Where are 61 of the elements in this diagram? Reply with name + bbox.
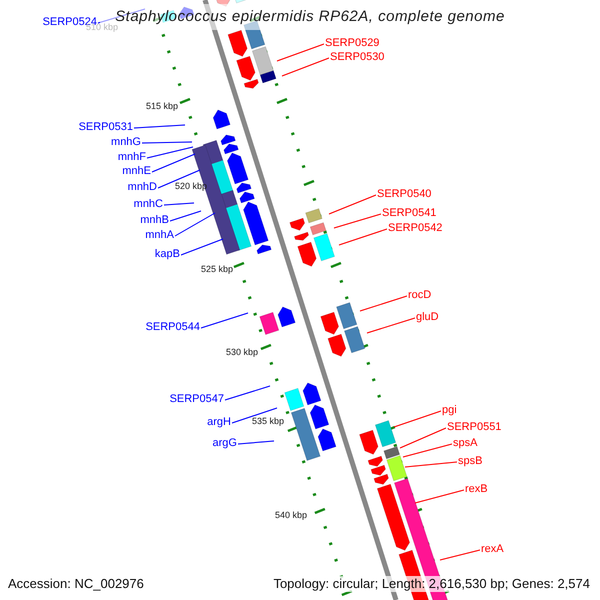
leader-line: [238, 440, 274, 444]
gene-label: SERP0531: [78, 121, 133, 133]
gene-label: mnhG: [111, 136, 141, 148]
leader-line: [142, 142, 192, 144]
gene-label: SERP0542: [388, 222, 442, 234]
gene-label: rexA: [481, 543, 504, 555]
scale-label: 515 kbp: [146, 101, 178, 111]
leader-line: [174, 212, 216, 236]
leader-line: [282, 58, 330, 76]
scale-label: 540 kbp: [274, 510, 307, 520]
gene-label: spsA: [453, 437, 478, 449]
gene-label: mnhF: [118, 151, 146, 163]
leader-line: [180, 238, 224, 256]
leader-line: [164, 202, 194, 206]
leader-line: [440, 550, 480, 560]
leader-line: [328, 194, 376, 214]
gene-label: argH: [207, 416, 231, 428]
leader-line: [402, 444, 452, 458]
gene-label: spsB: [458, 455, 482, 467]
leader-line: [400, 428, 446, 448]
leader-line: [152, 154, 196, 172]
leader-line: [158, 170, 200, 188]
leader-line: [98, 8, 146, 24]
leader-line: [134, 124, 186, 128]
leader-line: [414, 490, 464, 504]
gene-label: mnhC: [134, 198, 163, 210]
scale-label: 525 kbp: [200, 264, 233, 274]
gene-label: SERP0544: [146, 321, 200, 333]
gene-label: SERP0541: [382, 207, 436, 219]
gene-label: rexB: [465, 483, 488, 495]
leader-line: [334, 214, 382, 228]
scale-label: 530 kbp: [226, 347, 258, 357]
leader-line: [170, 210, 202, 222]
gene-label: rocD: [408, 289, 432, 301]
title: Staphylococcus epidermidis RP62A, complete genome: [115, 8, 506, 25]
gene-label: mnhD: [128, 181, 157, 193]
gene-label: mnhA: [145, 229, 174, 241]
gene-label: SERP0540: [377, 188, 432, 200]
leader-line: [200, 312, 248, 328]
leader-line: [146, 146, 194, 158]
gene-label: mnhE: [122, 165, 151, 177]
gene-label: argG: [212, 437, 237, 449]
footer-text: Topology: circular; Length: 2,616,530 bp; Genes: 2,574: [273, 576, 590, 592]
gene-label: kapB: [154, 248, 180, 260]
leader-line: [404, 462, 458, 468]
gene-label: SERP0530: [330, 51, 384, 63]
gene-label: pgi: [442, 404, 457, 416]
leader-line: [366, 318, 416, 334]
leader-line: [224, 386, 270, 400]
leader-line: [360, 296, 408, 312]
gene-label: SERP0529: [325, 37, 380, 49]
gene-label: mnhB: [140, 214, 169, 226]
leader-line: [276, 44, 324, 62]
gene-label: SERP0547: [170, 393, 224, 405]
gene-label: SERP0551: [447, 421, 502, 433]
footer-text: Accession: NC_002976: [8, 576, 144, 592]
leader-line: [394, 410, 442, 428]
scale-label: 535 kbp: [252, 416, 284, 426]
leader-line: [338, 228, 388, 246]
gene-label: gluD: [416, 311, 439, 323]
leader-line: [232, 408, 278, 424]
